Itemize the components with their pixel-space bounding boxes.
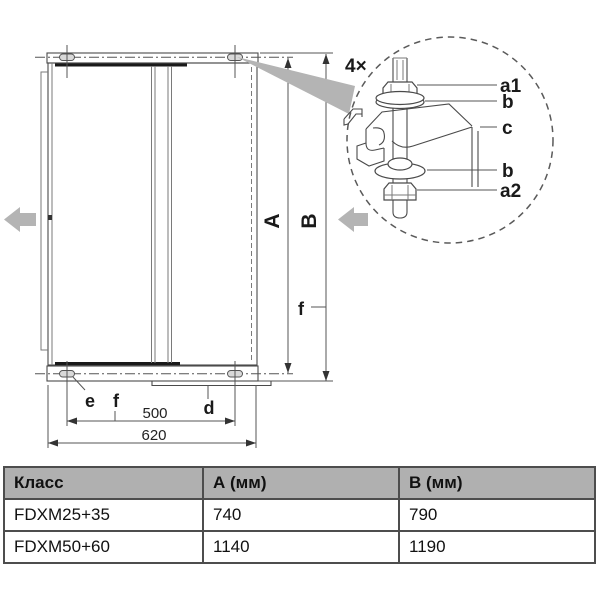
cell-a-value: 1140 (202, 530, 400, 564)
dim-label-f-right: f (298, 299, 305, 319)
lower-nut (383, 182, 417, 201)
center-divider (151, 66, 172, 363)
part-callouts: a1 b c b a2 (417, 76, 522, 202)
lower-washer (374, 157, 426, 180)
ceiling-plate (343, 108, 363, 126)
cell-model: FDXM25+35 (3, 498, 204, 532)
unit-front-view (35, 45, 293, 392)
quantity-note: 4× (345, 56, 367, 77)
cell-b-value: 790 (398, 498, 596, 532)
part-label-c: c (502, 118, 513, 139)
part-label-a1: a1 (500, 76, 522, 97)
dimension-lines-bottom: e f d 500 620 (47, 376, 257, 448)
table-row: FDXM25+35 740 790 (3, 498, 596, 532)
suspension-bolt-detail: a1 b c b a2 (343, 57, 522, 219)
col-header-a-mm: А (мм) (202, 466, 400, 500)
left-flange (40, 71, 48, 351)
dim-label-B: B (298, 213, 321, 228)
hanger-bracket (356, 103, 479, 187)
part-label-a2: a2 (500, 181, 521, 202)
detail-circle (346, 36, 554, 244)
installation-diagram: f A B (4, 36, 554, 448)
airflow-arrow-left (4, 207, 36, 232)
zoom-callout-wedge (237, 57, 355, 114)
dimension-table: Класс А (мм) В (мм) FDXM25+35 740 790 FD… (3, 466, 596, 564)
col-header-b-mm: В (мм) (398, 466, 596, 500)
dim-label-A: A (261, 213, 284, 228)
dim-label-d: d (204, 398, 215, 418)
cell-model: FDXM50+60 (3, 530, 204, 564)
dim-label-f-bottom: f (113, 391, 120, 411)
part-label-b-upper: b (502, 92, 514, 113)
table-row: FDXM50+60 1140 1190 (3, 530, 596, 564)
dim-label-e: e (85, 391, 95, 411)
dimension-lines-right: f A B (257, 52, 333, 382)
dim-value-620: 620 (141, 427, 166, 444)
cell-a-value: 740 (202, 498, 400, 532)
unit-body-outline (47, 62, 258, 366)
table-header-row: Класс А (мм) В (мм) (3, 466, 596, 500)
col-header-class: Класс (3, 466, 204, 500)
upper-washer (375, 90, 425, 110)
bottom-tab (151, 381, 272, 387)
cell-b-value: 1190 (398, 530, 596, 564)
latch-mark (48, 215, 52, 220)
airflow-arrow-detail (338, 207, 368, 232)
dim-value-500: 500 (142, 405, 167, 422)
part-label-b-lower: b (502, 161, 514, 182)
top-hanger-rail (46, 52, 259, 64)
